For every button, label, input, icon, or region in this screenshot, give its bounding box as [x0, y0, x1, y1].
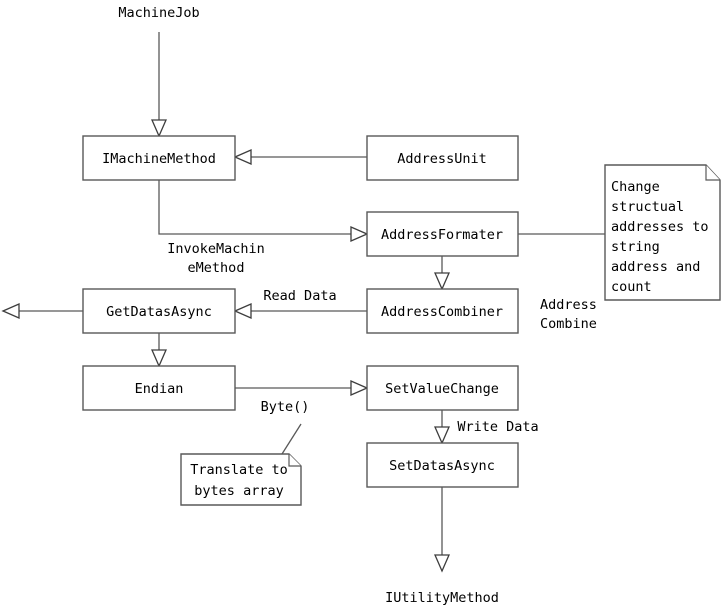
- node-setvaluechange-label: SetValueChange: [385, 381, 499, 397]
- node-imachinemethod-label: IMachineMethod: [102, 151, 216, 167]
- terminal-label-iutilitymethod: IUtilityMethod: [385, 590, 499, 606]
- edge-getdatasasync-to-endian: [151, 333, 167, 368]
- node-setdatasasync-label: SetDatasAsync: [389, 458, 495, 474]
- node-setvaluechange[interactable]: SetValueChange: [366, 365, 519, 411]
- edge-label-invoke-machine-method-line2: eMethod: [188, 260, 245, 276]
- edge-addressformater-to-addresscombiner: [434, 256, 450, 291]
- node-getdatasasync-label: GetDatasAsync: [106, 304, 212, 320]
- edge-label-invoke-machine-method-line1: InvokeMachin: [167, 241, 265, 257]
- note-address-formater-shape: [604, 164, 721, 301]
- note-address-formater: Change structual addresses to string add…: [604, 164, 721, 301]
- edge-setvaluechange-to-setdatasasync: [434, 410, 450, 445]
- node-setvaluechange-box[interactable]: [366, 365, 519, 411]
- note-address-formater-line5: address and: [611, 259, 700, 275]
- node-addresscombiner[interactable]: AddressCombiner: [366, 288, 519, 334]
- edge-label-address-combine: Address Combine: [540, 297, 597, 332]
- note-translate-bytes-line2: bytes array: [194, 483, 283, 499]
- node-getdatasasync-box[interactable]: [82, 288, 236, 334]
- note-address-formater-line3: addresses to: [611, 219, 709, 235]
- edge-label-write-data: Write Data: [457, 419, 538, 435]
- edge-machinejob-to-imachinemethod: [151, 32, 167, 138]
- edge-endian-to-setvaluechange: [235, 380, 369, 396]
- edge-byte-note-connector: [281, 423, 302, 455]
- note-translate-bytes: Translate to bytes array: [180, 453, 302, 506]
- note-translate-bytes-fold: [288, 454, 301, 467]
- node-addresscombiner-box[interactable]: [366, 288, 519, 334]
- edge-imachinemethod-to-addressformater: [158, 180, 369, 242]
- edge-label-invoke-machine-method: InvokeMachin eMethod: [167, 241, 265, 276]
- node-addressunit-label: AddressUnit: [397, 151, 486, 167]
- node-addressunit[interactable]: AddressUnit: [366, 135, 519, 181]
- edge-setdatasasync-to-iutilitymethod: [434, 487, 450, 573]
- node-getdatasasync[interactable]: GetDatasAsync: [82, 288, 236, 334]
- node-endian-box[interactable]: [82, 365, 236, 411]
- edge-label-byte-array: Byte(): [261, 399, 310, 415]
- note-address-formater-fold: [705, 165, 720, 181]
- node-endian-label: Endian: [135, 381, 184, 397]
- node-addresscombiner-label: AddressCombiner: [381, 304, 503, 320]
- note-address-formater-line6: count: [611, 279, 652, 295]
- note-translate-bytes-shape: [180, 453, 302, 506]
- node-addressformater-box[interactable]: [366, 211, 519, 257]
- note-translate-bytes-line1: Translate to: [190, 462, 288, 478]
- node-addressformater[interactable]: AddressFormater: [366, 211, 519, 257]
- node-setdatasasync[interactable]: SetDatasAsync: [366, 442, 519, 488]
- edge-addresscombiner-to-getdatasasync: [233, 303, 367, 319]
- node-endian[interactable]: Endian: [82, 365, 236, 411]
- node-imachinemethod[interactable]: IMachineMethod: [82, 135, 236, 181]
- edge-addressunit-to-imachinemethod: [233, 149, 367, 165]
- note-address-formater-line2: structual: [611, 199, 684, 215]
- edge-label-address-combine-line2: Combine: [540, 316, 597, 332]
- note-address-formater-line4: string: [611, 239, 660, 255]
- node-imachinemethod-box[interactable]: [82, 135, 236, 181]
- edge-label-read-data: Read Data: [263, 288, 336, 304]
- node-addressunit-box[interactable]: [366, 135, 519, 181]
- note-address-formater-line1: Change: [611, 179, 660, 195]
- node-addressformater-label: AddressFormater: [381, 227, 503, 243]
- node-setdatasasync-box[interactable]: [366, 442, 519, 488]
- edge-label-address-combine-line1: Address: [540, 297, 597, 313]
- terminal-label-machinejob: MachineJob: [118, 5, 199, 21]
- edge-getdatasasync-to-left: [1, 303, 83, 319]
